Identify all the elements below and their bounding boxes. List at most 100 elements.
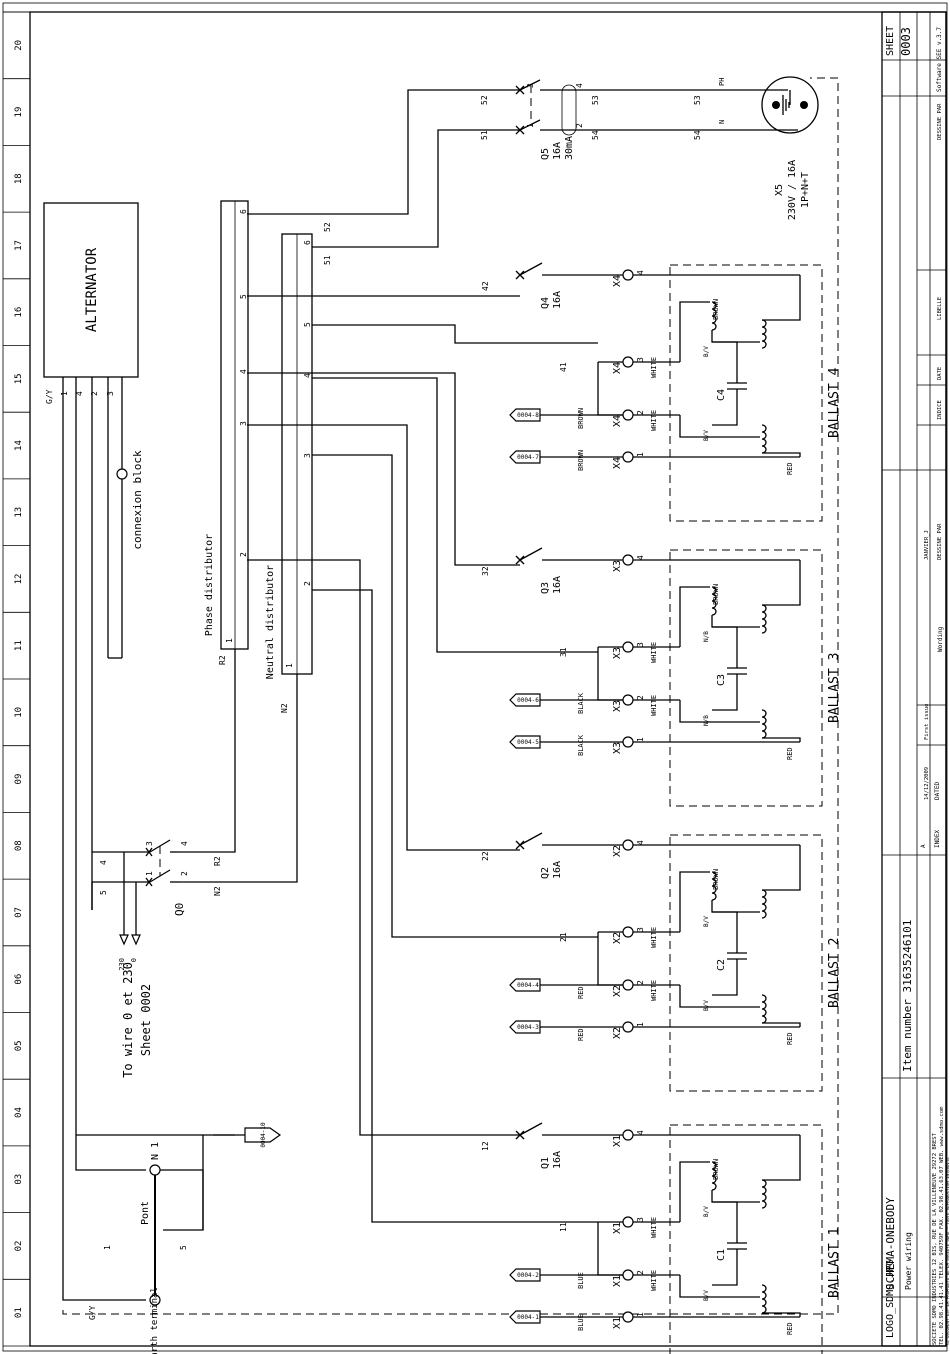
svg-text:16A: 16A	[552, 142, 563, 160]
svg-text:1: 1	[145, 871, 154, 876]
svg-text:54: 54	[591, 130, 600, 140]
connexion-block-label: connexion block	[131, 450, 144, 550]
svg-text:4: 4	[99, 860, 108, 865]
svg-text:2: 2	[90, 391, 99, 396]
wire-color: RED	[577, 1028, 585, 1041]
terminal-block-label: X3	[612, 700, 623, 712]
terminal-3	[622, 641, 634, 653]
svg-text:2: 2	[303, 581, 312, 586]
svg-text:N: N	[718, 120, 726, 124]
terminal-2	[622, 979, 634, 991]
svg-text:JANVIER_J: JANVIER_J	[924, 530, 930, 560]
q5-label: Q5	[540, 148, 551, 160]
svg-text:31: 31	[559, 647, 568, 657]
wire-color: BROWN	[712, 1159, 720, 1180]
terminal-block-label: X4	[612, 457, 623, 469]
wire-color: BROWN	[712, 299, 720, 320]
svg-text:TEL. 02.98.41.41.41 TELEX. 94: TEL. 02.98.41.41.41 TELEX. 940759F FAX. …	[939, 1106, 945, 1345]
svg-text:DATED: DATED	[934, 782, 941, 800]
earth-ref-tag	[244, 1127, 282, 1143]
svg-text:4: 4	[636, 840, 645, 845]
schema-title: SCHEMA-ONEBODY	[884, 1197, 897, 1290]
ref-tag	[509, 408, 541, 422]
note-line2: Sheet 0002	[139, 984, 153, 1056]
svg-text:Wording: Wording	[937, 626, 944, 652]
terminal-4	[622, 1129, 634, 1141]
column-label: 17	[14, 240, 24, 251]
svg-text:11: 11	[559, 1222, 568, 1232]
terminal-block-label: X1	[612, 1222, 623, 1234]
svg-text:41: 41	[559, 362, 568, 372]
column-label: 03	[14, 1174, 24, 1185]
alternator: ALTERNATOR connexion block G/Y 1 4 2 3	[43, 202, 144, 1245]
svg-text:SHEET: SHEET	[885, 26, 896, 56]
column-ruler	[3, 11, 30, 1347]
x5-label: X5	[774, 184, 785, 196]
svg-text:1P+N+T: 1P+N+T	[800, 172, 811, 208]
svg-text:4: 4	[303, 373, 312, 378]
svg-text:14/12/2009: 14/12/2009	[924, 767, 930, 800]
breaker-label: Q2	[540, 867, 551, 879]
neutral-distributor: Neutral distributor N2 1 2 3 4 5 6	[265, 233, 313, 713]
terminal-block-label: X1	[612, 1135, 623, 1147]
column-label: 19	[14, 107, 24, 118]
svg-text:R2: R2	[213, 856, 222, 866]
svg-text:3: 3	[106, 391, 115, 396]
main-breaker-q0: Q0 3 4 1 2 4 5 R2 N2 230 0	[92, 839, 222, 971]
svg-text:5: 5	[303, 322, 312, 327]
svg-text:54: 54	[693, 130, 702, 140]
terminal-1	[622, 1021, 634, 1033]
svg-text:42: 42	[481, 281, 490, 291]
svg-text:INDEX: INDEX	[934, 830, 941, 848]
svg-text:0004-7: 0004-7	[517, 454, 539, 461]
svg-text:5: 5	[239, 294, 248, 299]
ballast-box	[669, 834, 823, 1092]
terminal-block-label: X1	[612, 1317, 623, 1329]
wire-color: WHITE	[650, 980, 658, 1001]
svg-text:0004-1: 0004-1	[517, 1314, 539, 1321]
svg-text:53: 53	[591, 95, 600, 105]
terminal-2	[622, 409, 634, 421]
svg-text:4: 4	[180, 841, 189, 846]
software-version: Software SEE v.3.7	[936, 27, 943, 92]
ref-tag	[509, 735, 541, 749]
breaker-label: Q3	[540, 582, 551, 594]
svg-text:53: 53	[693, 95, 702, 105]
column-label: 18	[14, 173, 24, 184]
terminal-block-label: X2	[612, 845, 623, 857]
column-label: 05	[14, 1040, 24, 1051]
earth-bus	[62, 77, 839, 1315]
terminal-block-label: X4	[612, 415, 623, 427]
breaker-rating: 16A	[552, 861, 563, 879]
terminal-block-label: X4	[612, 362, 623, 374]
q0-label: Q0	[173, 903, 186, 916]
svg-text:SOCIETE SDMO INDUSTRIES 12 BI: SOCIETE SDMO INDUSTRIES 12 BIS, RUE DE L…	[932, 1132, 938, 1345]
wire-color: RED	[786, 747, 794, 760]
svg-text:230: 230	[118, 958, 126, 971]
ballast-name: BALLAST 3	[827, 653, 842, 723]
svg-text:2: 2	[636, 980, 645, 985]
wire-color: BLUE	[577, 1272, 585, 1289]
svg-text:1: 1	[636, 452, 645, 457]
svg-text:G/Y: G/Y	[45, 389, 54, 404]
ref-tag	[509, 1020, 541, 1034]
svg-text:A: A	[920, 844, 927, 848]
svg-text:3: 3	[526, 83, 535, 88]
socket-x5: PH N X5 230V / 16A 1P+N+T	[718, 76, 819, 220]
wire-color: WHITE	[650, 695, 658, 716]
column-label: 10	[14, 707, 24, 718]
svg-text:First issue: First issue	[924, 704, 930, 740]
svg-text:B/V: B/V	[703, 430, 710, 441]
svg-text:N2: N2	[280, 703, 289, 713]
svg-text:6: 6	[303, 240, 312, 245]
svg-text:DATE: DATE	[937, 367, 943, 380]
svg-text:N/B: N/B	[703, 631, 710, 642]
column-label: 02	[14, 1241, 24, 1252]
svg-text:2: 2	[239, 552, 248, 557]
alternator-box	[43, 202, 139, 378]
column-label: 15	[14, 373, 24, 384]
